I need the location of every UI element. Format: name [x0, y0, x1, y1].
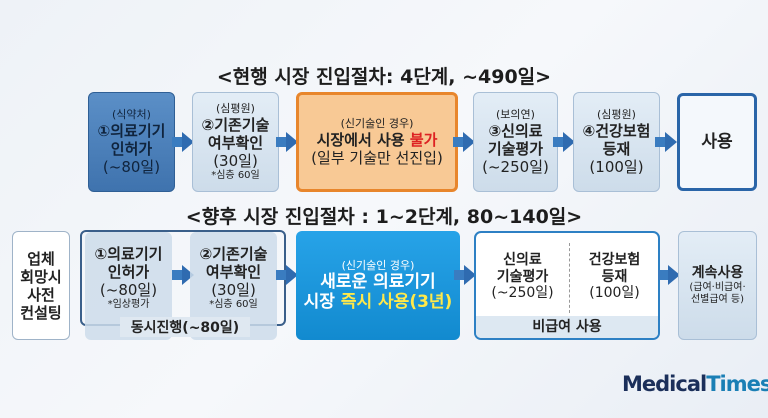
- logo-text: Medical: [622, 372, 707, 396]
- future-step-immediate-use: (신기술인 경우) 새로운 의료기기 시장 즉시 사용(3년): [296, 231, 460, 340]
- insurance-listing: 건강보험 등재 (100일): [569, 237, 658, 317]
- arrow-icon: [276, 265, 298, 285]
- text: 등재: [601, 268, 628, 285]
- agency-label: (심평원): [216, 102, 255, 116]
- text: 시장에서 사용: [316, 130, 410, 149]
- step-name: 기술평가: [487, 139, 544, 158]
- text: 업체: [27, 249, 55, 268]
- duration: (30일): [213, 151, 258, 170]
- arrow-icon: [453, 132, 475, 152]
- step-insurance-listing: (심평원) ④건강보험 등재 (100일): [573, 92, 660, 192]
- step-name: 인허가: [107, 263, 150, 281]
- note: *심층 60일: [209, 299, 258, 310]
- step-name: 등재: [602, 139, 631, 158]
- arrow-icon: [658, 265, 680, 285]
- future-process-title: <향후 시장 진입절차 : 1~2단계, 80~140일>: [185, 206, 583, 228]
- step-name: 인허가: [110, 139, 153, 158]
- step-name: ②기존기술: [201, 115, 270, 134]
- note: (급여·비급여·: [689, 281, 746, 293]
- step-device-approval: (식약처) ①의료기기 인허가 (~80일): [88, 92, 175, 192]
- text: 컨설팅: [20, 303, 62, 322]
- pre-consulting: 업체 회망시 사전 컨설팅: [12, 231, 70, 340]
- highlight-text: 즉시 사용(3년): [340, 292, 453, 313]
- step-market-use-unavailable: (신기술인 경우) 시장에서 사용 불가 (일부 기술만 선진입): [296, 92, 458, 192]
- duration: (~250일): [482, 157, 549, 176]
- arrow-icon: [655, 132, 677, 152]
- note: (일부 기술만 선진입): [311, 148, 443, 167]
- text: 건강보험: [588, 251, 641, 268]
- arrow-icon: [172, 132, 194, 152]
- step-name: ③신의료: [488, 121, 543, 140]
- duration: (100일): [589, 285, 640, 302]
- new-tech-assessment: 신의료 기술평가 (~250일): [476, 237, 569, 317]
- arrow-icon: [553, 132, 575, 152]
- text: 회망시: [20, 267, 62, 286]
- current-process-title: <현행 시장 진입절차: 4단계, ~490일>: [216, 66, 552, 88]
- text: 사전: [27, 285, 55, 304]
- step-name: ②기존기술: [199, 245, 268, 263]
- duration: (~80일): [99, 281, 158, 299]
- condition-label: (신기술인 경우): [340, 117, 414, 131]
- agency-label: (심평원): [597, 108, 636, 122]
- logo-text: Times: [706, 372, 768, 396]
- future-step-continued-use: 계속사용 (급여·비급여· 선별급여 등): [678, 231, 757, 340]
- duration: (100일): [589, 157, 644, 176]
- duration: (~250일): [491, 285, 554, 302]
- divider: [569, 243, 570, 313]
- text: 새로운 의료기기: [320, 271, 436, 292]
- arrow-icon: [276, 132, 298, 152]
- agency-label: (식약처): [112, 108, 151, 122]
- note: *임상평가: [107, 299, 150, 310]
- note: *심층 60일: [211, 169, 260, 181]
- duration: (30일): [211, 281, 256, 299]
- highlight-text: 불가: [409, 130, 438, 149]
- parallel-label: 동시진행(~80일): [120, 317, 250, 337]
- note: 선별급여 등): [690, 293, 745, 305]
- text: 기술평가: [496, 268, 549, 285]
- step-new-tech-assessment: (보의연) ③신의료 기술평가 (~250일): [473, 92, 558, 192]
- future-step-uninsured-use: 신의료 기술평가 (~250일) 건강보험 등재 (100일) 비급여 사용: [474, 231, 660, 340]
- step-name: 여부확인: [205, 263, 262, 281]
- text: 신의료: [503, 251, 542, 268]
- medical-times-logo: MedicalTimes: [622, 372, 768, 396]
- text: 시장: [303, 292, 341, 313]
- step-name: ①의료기기: [97, 121, 166, 140]
- uninsured-label: 비급여 사용: [476, 316, 658, 338]
- step-existing-tech-check: (심평원) ②기존기술 여부확인 (30일) *심층 60일: [192, 92, 279, 192]
- agency-label: (보의연): [496, 108, 535, 122]
- step-use: 사용: [677, 93, 757, 191]
- duration: (~80일): [102, 157, 161, 176]
- step-name: ①의료기기: [94, 245, 163, 263]
- step-name: 여부확인: [207, 133, 264, 152]
- arrow-icon: [454, 265, 476, 285]
- step-name: ④건강보험: [582, 121, 651, 140]
- step-name: 사용: [701, 131, 733, 152]
- condition-label: (신기술인 경우): [341, 258, 415, 272]
- step-name: 계속사용: [691, 265, 744, 282]
